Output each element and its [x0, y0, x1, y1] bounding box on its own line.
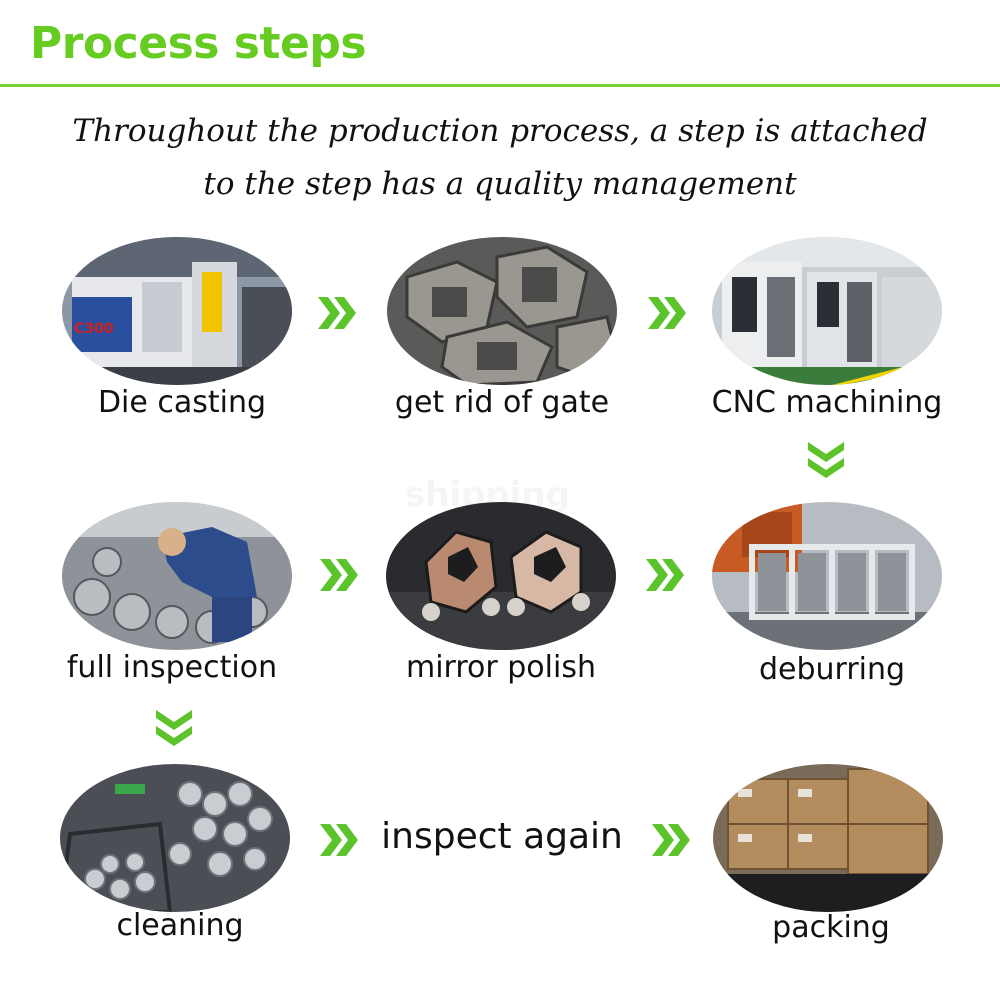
step-label-mirror-polish: mirror polish: [351, 650, 651, 685]
packing-photo: [713, 764, 943, 912]
double-chevron-right-icon: [318, 555, 362, 595]
step-label-die-casting: Die casting: [32, 385, 332, 420]
svg-text:C300: C300: [74, 321, 114, 337]
page-title: Process steps: [30, 18, 366, 69]
deburring-photo: [712, 502, 942, 650]
cnc-machining-photo: [712, 237, 942, 385]
double-chevron-right-icon: [644, 555, 688, 595]
cleaning-photo: [60, 764, 290, 912]
step-label-inspect-again: inspect again: [352, 816, 652, 857]
step-label-cnc-machining: CNC machining: [677, 385, 977, 420]
full-inspection-photo: [62, 502, 292, 650]
step-label-cleaning: cleaning: [30, 908, 330, 943]
step-label-full-inspection: full inspection: [22, 650, 322, 685]
step-label-get-rid-of-gate: get rid of gate: [352, 385, 652, 420]
step-label-packing: packing: [681, 910, 981, 945]
double-chevron-down-icon: [152, 708, 196, 748]
die-casting-photo: C300: [62, 237, 292, 385]
double-chevron-down-icon: [804, 440, 848, 480]
double-chevron-right-icon: [650, 820, 694, 860]
step-label-deburring: deburring: [682, 652, 982, 687]
title-divider: [0, 84, 1000, 87]
get-rid-of-gate-photo: [387, 237, 617, 385]
double-chevron-right-icon: [646, 293, 690, 333]
intro-line-1: Throughout the production process, a ste…: [0, 113, 1000, 149]
double-chevron-right-icon: [316, 293, 360, 333]
mirror-polish-photo: [386, 502, 616, 650]
intro-line-2: to the step has a quality management: [0, 166, 1000, 202]
